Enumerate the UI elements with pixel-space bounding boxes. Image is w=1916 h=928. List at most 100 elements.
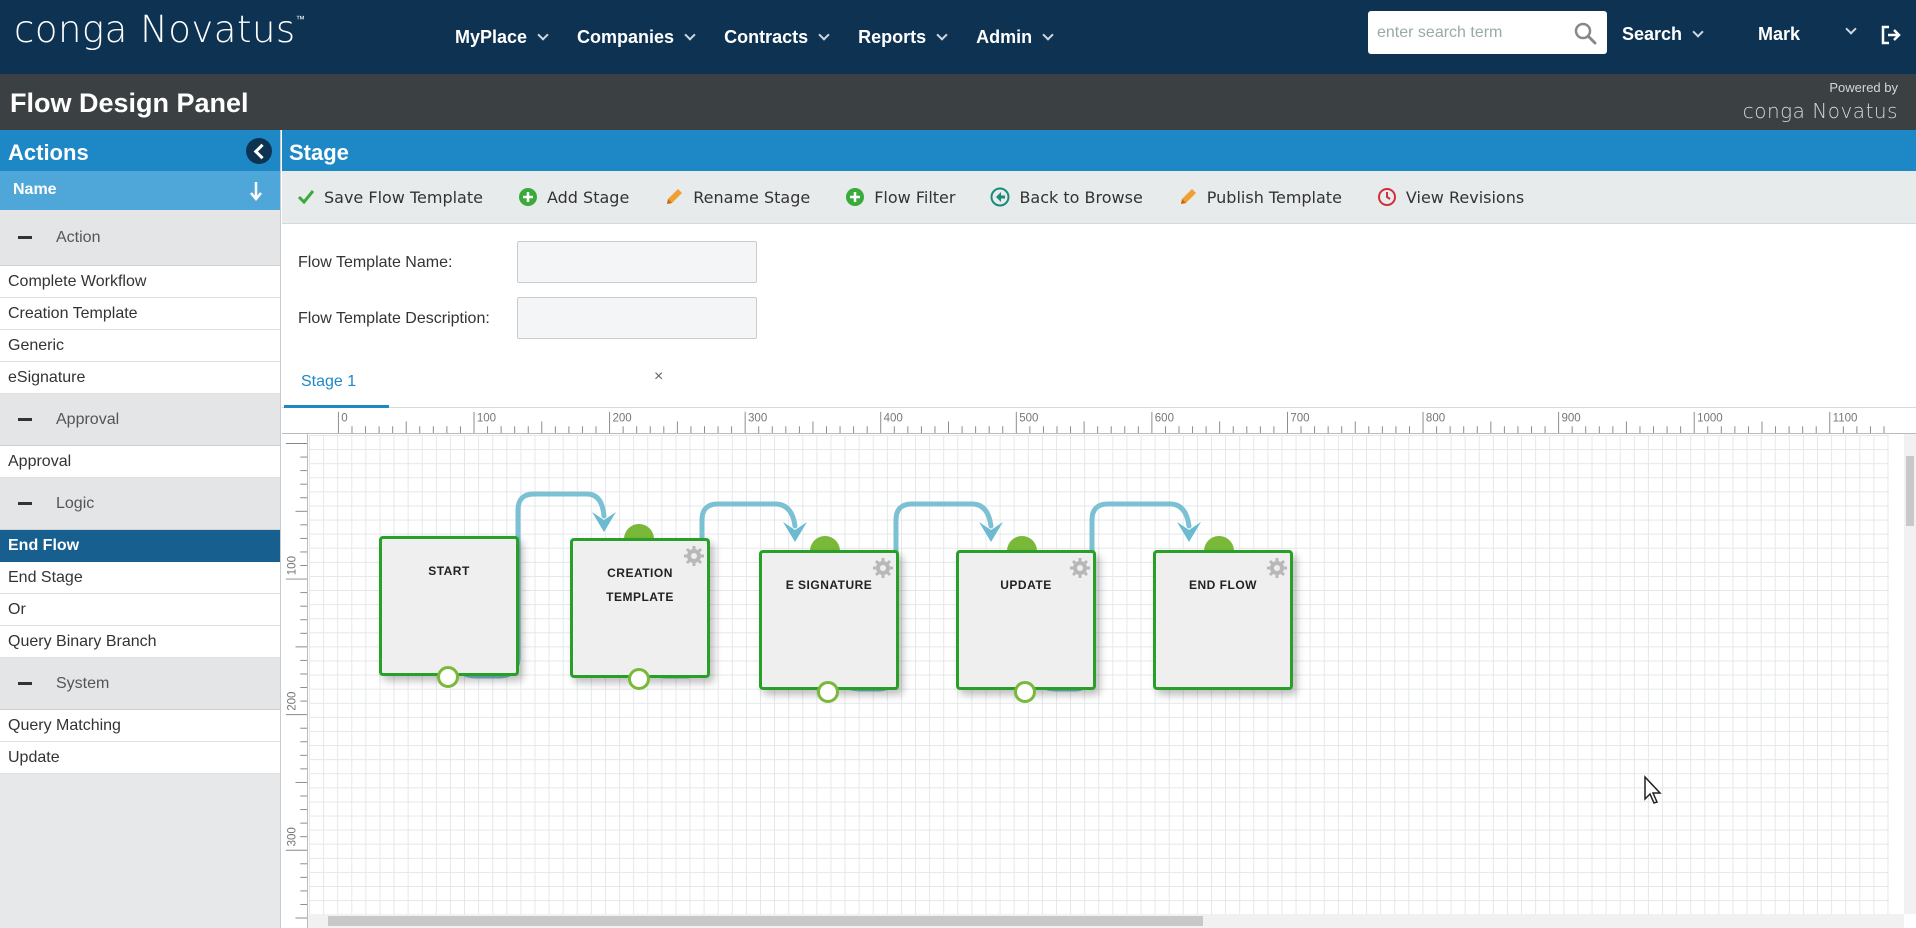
ruler-label: 400 [884, 412, 903, 424]
chevron-down-icon [1692, 26, 1704, 38]
collapse-minus-icon [18, 502, 32, 505]
stage-toolbar: Save Flow Template Add Stage Rename Stag… [282, 171, 1916, 224]
add-stage-button[interactable]: Add Stage [518, 187, 629, 207]
gear-icon[interactable] [1069, 557, 1091, 579]
plus-circle-icon [846, 188, 865, 206]
flow-node-start[interactable]: START [379, 536, 519, 676]
back-to-browse-button[interactable]: Back to Browse [990, 187, 1143, 207]
nav-contracts[interactable]: Contracts [724, 27, 830, 48]
ruler-label: 800 [1426, 412, 1445, 424]
collapse-minus-icon [18, 236, 32, 239]
sidebar-item-creation-template[interactable]: Creation Template [0, 298, 280, 330]
arrowhead-icon [592, 512, 616, 532]
checkmark-icon [297, 190, 315, 205]
mouse-cursor-icon [1644, 775, 1662, 804]
sidebar-title: Actions [8, 140, 89, 165]
sidebar-item-end-flow[interactable]: End Flow [0, 530, 280, 562]
flow-node-creation-template[interactable]: CREATION TEMPLATE [570, 538, 710, 678]
panel-header: Flow Design Panel Powered by conga Novat… [0, 74, 1916, 130]
logout-icon[interactable] [1880, 24, 1902, 46]
sidebar-item-query-matching[interactable]: Query Matching [0, 710, 280, 742]
actions-sidebar: Actions Name Action Complete Workflow Cr… [0, 130, 281, 928]
output-port-icon[interactable] [817, 681, 839, 703]
chevron-down-icon [537, 28, 549, 41]
arrowhead-icon [979, 522, 1003, 542]
chevron-down-icon[interactable] [1845, 23, 1857, 35]
flow-node-update[interactable]: UPDATE [956, 550, 1096, 690]
sidebar-item-query-binary-branch[interactable]: Query Binary Branch [0, 626, 280, 658]
scroll-thumb[interactable] [1906, 456, 1914, 526]
plus-circle-icon [518, 188, 537, 206]
gear-icon[interactable] [1266, 557, 1288, 579]
nav-admin[interactable]: Admin [976, 27, 1054, 48]
gear-icon[interactable] [872, 557, 894, 579]
horizontal-scrollbar[interactable] [308, 914, 1904, 928]
search-box [1368, 11, 1607, 54]
ruler-label: 300 [748, 412, 767, 424]
sidebar-item-generic[interactable]: Generic [0, 330, 280, 362]
sidebar-item-approval[interactable]: Approval [0, 446, 280, 478]
sidebar-item-update[interactable]: Update [0, 742, 280, 774]
clock-icon [1377, 188, 1396, 206]
flow-node-esignature[interactable]: E SIGNATURE [759, 550, 899, 690]
node-label: END FLOW [1189, 578, 1257, 592]
gear-icon[interactable] [683, 545, 705, 567]
ruler-label: 200 [612, 412, 631, 424]
group-approval[interactable]: Approval [0, 394, 280, 446]
ruler-label: 1000 [1697, 412, 1723, 424]
flow-template-name-label: Flow Template Name: [298, 254, 453, 271]
flow-template-form: Flow Template Name: Flow Template Descri… [282, 224, 1916, 358]
sidebar-item-end-stage[interactable]: End Stage [0, 562, 280, 594]
search-input[interactable] [1368, 11, 1563, 54]
nav-myplace[interactable]: MyPlace [455, 27, 549, 48]
sidebar-item-complete-workflow[interactable]: Complete Workflow [0, 266, 280, 298]
ruler-label: 300 [286, 827, 298, 846]
scroll-thumb[interactable] [328, 916, 1203, 926]
search-icon[interactable] [1573, 21, 1597, 45]
flow-filter-button[interactable]: Flow Filter [845, 187, 955, 207]
ruler-label: 900 [1562, 412, 1581, 424]
tab-stage-1[interactable]: Stage 1 [284, 358, 389, 408]
vertical-scrollbar[interactable] [1904, 434, 1916, 914]
output-port-icon[interactable] [437, 666, 459, 688]
sidebar-item-or[interactable]: Or [0, 594, 280, 626]
nav-reports[interactable]: Reports [858, 27, 948, 48]
user-menu[interactable]: Mark [1758, 24, 1801, 44]
stage-header: Stage [282, 130, 1916, 171]
group-logic[interactable]: Logic [0, 478, 280, 530]
node-label: UPDATE [1000, 578, 1052, 592]
flow-node-end-flow[interactable]: END FLOW [1153, 550, 1293, 690]
flow-template-name-input[interactable] [517, 241, 757, 283]
sort-arrow-down-icon[interactable] [250, 181, 262, 201]
publish-template-button[interactable]: Publish Template [1178, 187, 1342, 207]
collapse-sidebar-icon[interactable] [246, 138, 272, 164]
powered-by: Powered by conga Novatus [1743, 80, 1898, 123]
flow-template-description-input[interactable] [517, 297, 757, 339]
sidebar-item-esignature[interactable]: eSignature [0, 362, 280, 394]
chevron-down-icon [936, 28, 948, 41]
close-tab-icon[interactable]: × [654, 368, 664, 385]
brand-logo: conga Novatus [1742, 99, 1898, 123]
pencil-icon [667, 189, 683, 204]
conga-novatus-logo[interactable]: conga Novatus™ [14, 8, 306, 51]
arrowhead-icon [783, 522, 807, 542]
output-port-icon[interactable] [628, 668, 650, 690]
sidebar-header: Actions [0, 130, 280, 171]
rename-stage-button[interactable]: Rename Stage [664, 187, 810, 207]
sort-by-name[interactable]: Name [0, 171, 280, 210]
group-action[interactable]: Action [0, 210, 280, 266]
output-port-icon[interactable] [1014, 681, 1036, 703]
node-label: CREATION TEMPLATE [606, 566, 674, 604]
flow-template-description-label: Flow Template Description: [298, 310, 490, 327]
flow-connectors [446, 491, 1201, 692]
view-revisions-button[interactable]: View Revisions [1377, 187, 1524, 207]
nav-companies[interactable]: Companies [577, 27, 696, 48]
ruler-label: 500 [1019, 412, 1038, 424]
group-system[interactable]: System [0, 658, 280, 710]
collapse-minus-icon [18, 682, 32, 685]
search-dropdown[interactable]: Search [1622, 24, 1704, 45]
save-flow-template-button[interactable]: Save Flow Template [297, 188, 483, 207]
main-menu: MyPlace Companies Contracts Reports Admi… [455, 0, 1082, 74]
